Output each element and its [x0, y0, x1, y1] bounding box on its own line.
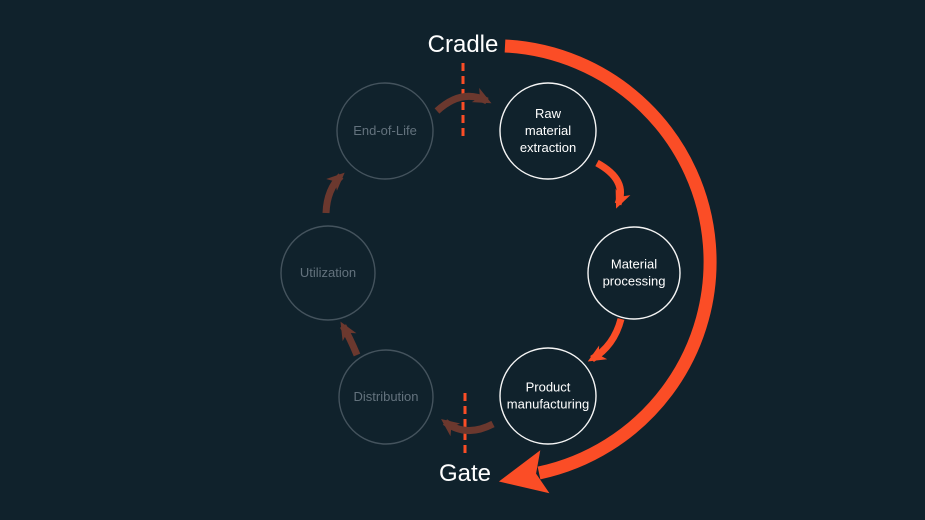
flow-arrow-raw-material-extraction-to-material-processing — [595, 159, 631, 209]
stage-utilization: Utilization — [280, 225, 376, 321]
flow-arrow-utilization-to-end-of-life — [322, 172, 345, 214]
flow-arrow-distribution-to-utilization — [339, 321, 361, 357]
flow-arrows-layer — [322, 87, 631, 437]
stage-distribution: Distribution — [338, 349, 434, 445]
flow-arrow-end-of-life-to-raw-material-extraction — [434, 87, 492, 114]
stage-end-of-life: End-of-Life — [336, 82, 434, 180]
gate-label: Gate — [439, 460, 491, 487]
stage-circle-material-processing — [587, 226, 681, 320]
stage-circle-end-of-life — [336, 82, 434, 180]
stage-circle-raw-material-extraction — [499, 82, 597, 180]
stage-label-utilization: Utilization — [300, 265, 356, 280]
stage-circle-utilization — [280, 225, 376, 321]
flow-arrow-product-manufacturing-to-distribution — [441, 418, 495, 437]
stage-circle-distribution — [338, 349, 434, 445]
flow-arrow-material-processing-to-product-manufacturing — [587, 318, 625, 363]
stage-label-end-of-life: End-of-Life — [353, 123, 417, 138]
stage-label-distribution: Distribution — [353, 389, 418, 404]
cradle-to-gate-arrow — [498, 39, 717, 494]
cradle-label: Cradle — [428, 31, 499, 58]
stage-circle-product-manufacturing — [499, 347, 597, 445]
